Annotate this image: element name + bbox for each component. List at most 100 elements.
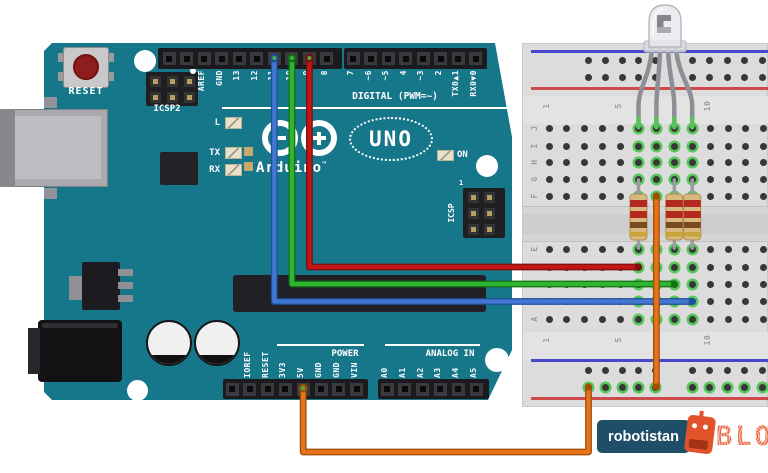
breadboard-hole xyxy=(563,192,571,200)
usb-interface-chip xyxy=(160,152,198,185)
breadboard-hole xyxy=(724,263,732,271)
breadboard-hole xyxy=(723,56,731,64)
breadboard-hole xyxy=(563,142,571,150)
breadboard-hole xyxy=(724,245,732,253)
solder-pad xyxy=(244,162,253,171)
tx-led xyxy=(225,147,242,159)
breadboard-hole xyxy=(688,158,696,166)
usb-tab-top xyxy=(44,97,57,108)
breadboard-hole xyxy=(760,158,768,166)
breadboard-hole xyxy=(652,192,660,200)
breadboard-hole xyxy=(688,245,696,253)
breadboard-hole xyxy=(581,124,589,132)
breadboard-hole xyxy=(599,315,607,323)
power-pin-label: GND xyxy=(331,362,341,378)
icsp-pin-pad xyxy=(186,78,192,84)
breadboard-hole xyxy=(758,73,766,81)
breadboard-hole xyxy=(617,315,625,323)
analog-pin-label: A3 xyxy=(433,367,443,378)
pin-hole xyxy=(335,386,342,392)
pin-hole xyxy=(183,55,190,62)
regulator-pin xyxy=(118,295,133,302)
breadboard-hole xyxy=(617,263,625,271)
capacitor-stripe xyxy=(196,355,238,364)
breadboard-hole xyxy=(581,280,589,288)
breadboard-hole xyxy=(723,73,731,81)
breadboard-hole xyxy=(706,263,714,271)
l-led-label: L xyxy=(214,118,220,128)
breadboard-hole xyxy=(617,245,625,253)
breadboard-hole xyxy=(758,366,766,374)
breadboard-hole xyxy=(652,142,660,150)
breadboard-hole xyxy=(635,263,642,271)
digital-pin-label: ~5 xyxy=(381,70,391,81)
breadboard-hole xyxy=(545,245,553,253)
breadboard-hole xyxy=(670,124,678,132)
breadboard-hole xyxy=(652,280,660,288)
breadboard-hole xyxy=(601,366,609,374)
capacitor-stripe xyxy=(148,355,190,364)
breadboard-bottom-number-band xyxy=(523,332,768,360)
breadboard-hole xyxy=(706,56,713,64)
breadboard-hole xyxy=(652,124,660,132)
digital-pin-label: 8 xyxy=(319,70,329,76)
breadboard-hole xyxy=(760,263,768,271)
power-pin-label: IOREF xyxy=(242,351,252,378)
breadboard-hole xyxy=(688,280,696,288)
breadboard-hole xyxy=(688,124,696,132)
pin-hole xyxy=(229,386,235,392)
breadboard-hole xyxy=(599,142,607,150)
mounting-hole xyxy=(134,50,156,72)
reset-button[interactable] xyxy=(63,47,109,88)
breadboard-hole xyxy=(618,56,626,64)
breadboard-hole xyxy=(581,158,589,166)
pin-hole xyxy=(419,386,426,392)
breadboard-hole xyxy=(670,245,678,253)
column-number: 5 xyxy=(613,337,623,343)
column-number: 10 xyxy=(703,334,713,346)
breadboard-hole xyxy=(724,298,732,305)
rx-led xyxy=(225,164,242,176)
breadboard-hole xyxy=(688,298,696,305)
icsp-pin-pad xyxy=(169,94,175,100)
breadboard-hole xyxy=(581,192,589,200)
breadboard-hole xyxy=(706,280,714,288)
breadboard-hole xyxy=(581,298,589,305)
breadboard-hole xyxy=(635,315,642,323)
breadboard-hole xyxy=(581,263,589,271)
breadboard-hole xyxy=(724,280,732,288)
breadboard-hole xyxy=(585,383,592,391)
voltage-regulator-tab xyxy=(69,276,83,300)
icsp-pin-pad xyxy=(152,94,158,100)
pin-hole xyxy=(323,55,330,62)
pin-hole xyxy=(353,386,360,392)
reset-button-knob[interactable] xyxy=(73,54,99,80)
capacitor xyxy=(146,320,192,366)
breadboard-hole xyxy=(688,175,696,183)
breadboard-hole xyxy=(688,366,696,374)
breadboard-hole xyxy=(563,158,571,166)
breadboard-hole xyxy=(758,56,766,64)
pin-hole xyxy=(437,55,444,62)
pin-hole xyxy=(264,386,271,392)
power-pin-label: RESET xyxy=(260,351,270,378)
breadboard-hole xyxy=(760,280,768,288)
breadboard-hole xyxy=(635,192,642,200)
breadboard-hole xyxy=(652,366,659,374)
analog-pin-label: A2 xyxy=(415,367,425,378)
breadboard-hole xyxy=(688,383,696,391)
digital-pin-label: ~3 xyxy=(416,70,426,81)
breadboard-hole xyxy=(635,280,642,288)
l-led xyxy=(225,117,242,129)
breadboard-hole xyxy=(670,175,678,183)
breadboard-hole xyxy=(670,263,678,271)
breadboard-hole xyxy=(617,175,625,183)
regulator-pin xyxy=(118,269,133,276)
breadboard-hole xyxy=(563,263,571,271)
breadboard-hole xyxy=(742,142,750,150)
usb-tab-bottom xyxy=(44,188,57,199)
breadboard-hole xyxy=(635,142,642,150)
pin-hole xyxy=(420,55,427,62)
pin-hole xyxy=(367,55,374,62)
breadboard-hole xyxy=(545,192,553,200)
